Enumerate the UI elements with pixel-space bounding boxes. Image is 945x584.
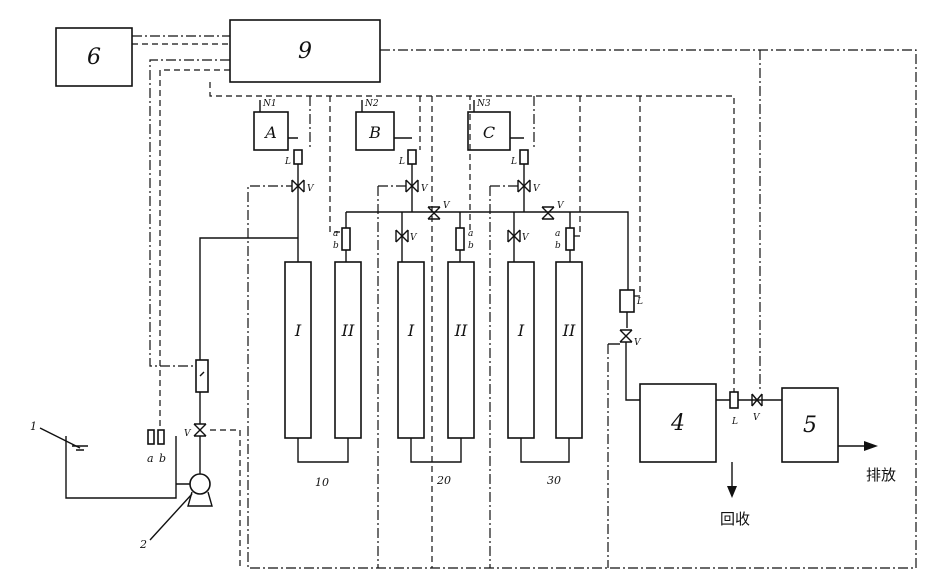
control-line-sensor-1 (329, 96, 342, 233)
diagram-label: b (555, 241, 561, 251)
diagram-label: V (634, 338, 642, 348)
unit-6: 6 (55, 27, 133, 87)
unit-5: 5 (781, 387, 839, 463)
controller-9-label: 9 (298, 39, 312, 64)
sensor-l-4-5: L (729, 391, 739, 427)
gas-n1-label: N1 (262, 99, 277, 109)
diagram-label: V (533, 184, 541, 194)
tank-c: C N3 (467, 99, 511, 151)
diagram-label: I (517, 321, 525, 340)
recycle-label: 回收 (720, 510, 750, 528)
diagram-label: L (731, 417, 738, 427)
diagram-label: a (147, 452, 154, 465)
unit-4: 4 (639, 383, 717, 463)
tank-b-level-valve: L V (398, 149, 429, 194)
diagram-label: II (454, 321, 468, 340)
discharge-label: 排放 (866, 466, 896, 484)
control-loop-outer (247, 49, 917, 569)
tank-c-level-valve: L V (510, 149, 541, 194)
diagram-label: II (562, 321, 576, 340)
tank-c-label: C (483, 123, 495, 142)
diagram-label: a (468, 229, 473, 239)
diagram-label: V (410, 233, 418, 243)
branch-valve-1: V (395, 229, 418, 243)
column-i (284, 261, 312, 439)
pipe-to-unit-4 (625, 342, 640, 401)
sensor-ab-1: a b (333, 227, 351, 251)
diagram-label: b (468, 241, 474, 251)
label-1: 1 (30, 420, 37, 433)
branch-valve-2: V (507, 229, 530, 243)
feed-tank-1: 1 (30, 420, 177, 499)
control-line-sensor-3 (574, 96, 581, 237)
gas-n3-label: N3 (476, 99, 491, 109)
gas-n2-label: N2 (364, 99, 379, 109)
control-line-flowmeter (149, 59, 230, 367)
diagram-label: L (284, 157, 291, 167)
column-ii (334, 261, 362, 439)
control-line-sensor-l (209, 82, 735, 392)
diagram-label: V (557, 201, 565, 211)
diagram-label: b (333, 241, 339, 251)
feed-riser-pipe (199, 237, 298, 424)
controller-9: 9 (229, 19, 381, 83)
diagram-label: V (307, 184, 315, 194)
tank-b: B N2 (355, 99, 395, 151)
outlet-valve: V (608, 329, 642, 348)
sensor-ab-3: a b (555, 227, 575, 251)
diagram-label: II (341, 321, 355, 340)
tank-a: A N1 (253, 99, 289, 151)
control-line-group-30 (489, 185, 518, 568)
outlet-flowmeter: L (619, 289, 643, 328)
header-valve-2: V (541, 201, 565, 220)
feed-valve: V (184, 423, 207, 439)
column-i (397, 261, 425, 439)
column-group-30: I II 30 (507, 261, 583, 487)
header-valve-1: V (427, 201, 451, 220)
diagram-label: b (159, 452, 166, 465)
control-line-group-20 (377, 185, 406, 568)
pump-2: 2 (139, 460, 213, 551)
label-2: 2 (139, 538, 147, 551)
column-group-10: I II 10 (284, 261, 362, 489)
control-line-outlet-flowmeter (634, 96, 641, 297)
sensor-ab-tank: a b (147, 429, 166, 465)
tank-b-label: B (368, 123, 381, 142)
group-10-label: 10 (315, 476, 329, 489)
diagram-label: V (753, 413, 761, 423)
unit-5-label: 5 (803, 413, 817, 438)
diagram-label: L (510, 157, 517, 167)
column-i (507, 261, 535, 439)
diagram-label: I (294, 321, 302, 340)
group-30-label: 30 (547, 474, 561, 487)
column-ii (447, 261, 475, 439)
tank-a-level-valve: L V (284, 149, 315, 194)
feed-flowmeter (195, 359, 209, 393)
control-line-tank-sensor (159, 69, 230, 430)
recycle-arrow (727, 486, 737, 498)
diagram-label: a (555, 229, 560, 239)
group-20-label: 20 (436, 474, 451, 487)
valve-4-5: V (751, 393, 763, 423)
diagram-label: L (636, 297, 643, 307)
diagram-label: V (421, 184, 429, 194)
column-ii (555, 261, 583, 439)
unit-6-label: 6 (87, 45, 101, 70)
diagram-label: V (522, 233, 530, 243)
diagram-label: V (443, 201, 451, 211)
main-header-pipe (346, 211, 629, 290)
tank-a-label: A (263, 123, 277, 142)
diagram-label: V (184, 429, 192, 439)
column-group-20: I II 20 (397, 261, 475, 487)
unit-4-label: 4 (670, 411, 685, 436)
sensor-ab-2: a b (455, 227, 474, 251)
diagram-label: a (333, 229, 338, 239)
discharge-arrow (864, 441, 878, 451)
diagram-label: I (407, 321, 415, 340)
diagram-label: L (398, 157, 405, 167)
control-line-feed-valve (210, 429, 241, 568)
